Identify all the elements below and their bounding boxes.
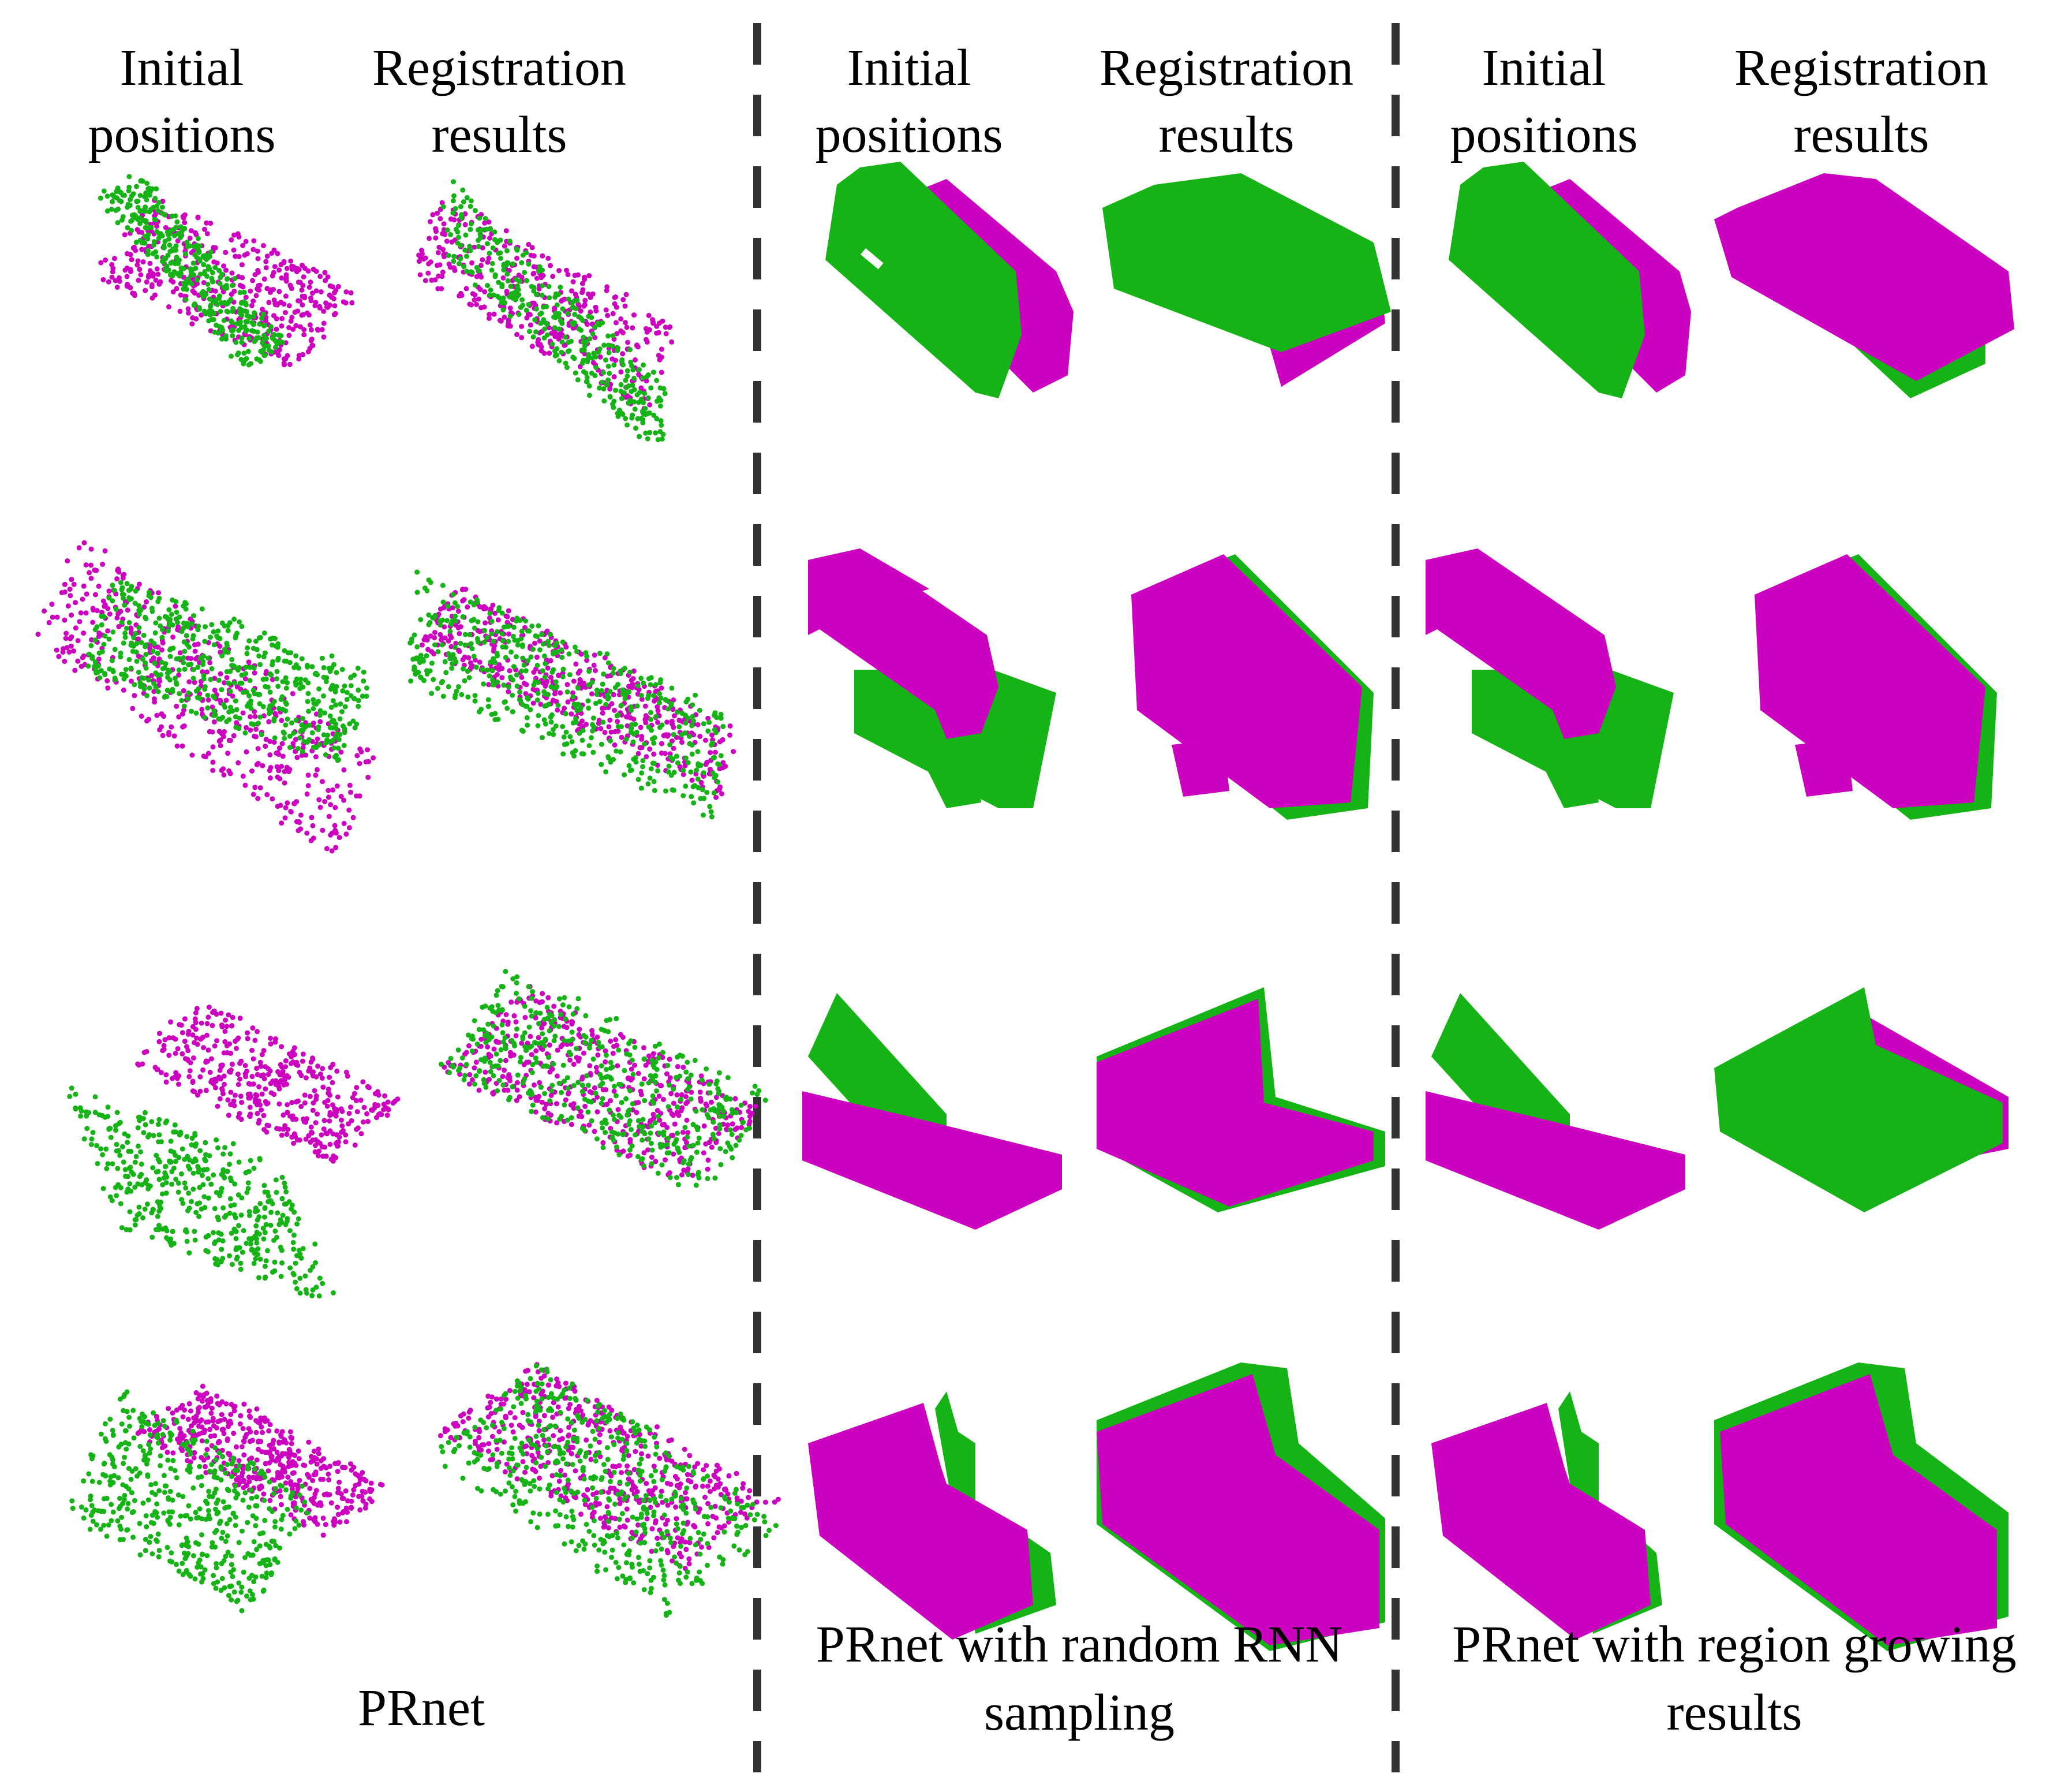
header-col-1-line1: Initial	[119, 39, 244, 96]
mesh-r4-c4	[1097, 1362, 1385, 1651]
header-col-4-line1: Registration	[1099, 39, 1353, 96]
caption-prnet-rnn-line2: sampling	[984, 1684, 1175, 1741]
points-r3-c1-source	[135, 1005, 401, 1164]
points-r4-c1-target	[69, 1389, 310, 1614]
points-r3-c2-source	[442, 984, 758, 1178]
mesh-panels	[802, 162, 2014, 1651]
caption-prnet: PRnet	[312, 1674, 531, 1742]
mesh-r3-c6-target	[1714, 987, 2003, 1212]
mesh-r1-c3-target	[825, 162, 1022, 398]
header-col-1-line2: positions	[88, 106, 276, 163]
mesh-r2-c4-box	[1172, 739, 1229, 797]
caption-prnet-region-line1: PRnet with region growing	[1452, 1616, 2017, 1673]
mesh-r4-c3	[808, 1391, 1056, 1640]
points-r2-c1-target	[85, 580, 369, 763]
mesh-r1-c4	[1102, 173, 1391, 387]
header-col-6-line2: results	[1793, 106, 1929, 163]
header-col-3: Initial positions	[782, 35, 1036, 169]
header-col-5-line1: Initial	[1482, 39, 1606, 96]
points-r3-c1-target	[67, 1085, 336, 1299]
mesh-r2-c4	[1131, 554, 1374, 820]
header-col-4: Registration results	[1099, 35, 1353, 169]
mesh-r1-c3-leg	[861, 248, 884, 270]
header-col-3-line1: Initial	[847, 39, 971, 96]
mesh-r4-c6-source	[1720, 1374, 1997, 1645]
mesh-r1-c5-target	[1449, 162, 1645, 398]
header-col-5: Initial positions	[1417, 35, 1671, 169]
mesh-r2-c4-source	[1131, 554, 1362, 808]
mesh-r3-c3	[802, 993, 1062, 1230]
mesh-r1-c6	[1714, 173, 2014, 398]
header-col-3-line2: positions	[815, 106, 1003, 163]
caption-prnet-region-line2: results	[1666, 1684, 1802, 1741]
mesh-r3-c3-target	[808, 993, 947, 1143]
point-cloud-panels	[35, 174, 781, 1618]
mesh-r2-c6-box	[1795, 739, 1853, 797]
header-col-2-line1: Registration	[372, 39, 626, 96]
points-r1-c2-target	[440, 179, 668, 443]
header-col-1: Initial positions	[55, 35, 309, 169]
mesh-r3-c5-source	[1426, 1091, 1685, 1230]
caption-prnet-rnn-line1: PRnet with random RNN	[816, 1616, 1343, 1673]
mesh-r2-c3-source-top	[808, 548, 929, 606]
mesh-r3-c5-target	[1431, 993, 1570, 1143]
caption-prnet-line1: PRnet	[357, 1679, 485, 1737]
mesh-r2-c5-target	[1472, 670, 1674, 808]
points-r2-c2-target	[407, 569, 726, 820]
header-col-6: Registration results	[1734, 35, 1988, 169]
mesh-r2-c6-source	[1755, 554, 1985, 808]
mesh-r2-c3-target-box	[923, 756, 981, 808]
header-col-4-line2: results	[1158, 106, 1295, 163]
mesh-r2-c5	[1426, 548, 1674, 808]
points-r2-c2-source	[419, 587, 736, 800]
points-r4-c2-target	[439, 1363, 779, 1618]
mesh-r3-c4-source	[1097, 999, 1374, 1207]
header-col-5-line2: positions	[1450, 106, 1638, 163]
caption-prnet-rnn: PRnet with random RNN sampling	[773, 1611, 1385, 1747]
mesh-r2-c5-source	[1426, 548, 1616, 739]
mesh-r3-c3-source	[802, 1091, 1062, 1230]
header-col-6-line1: Registration	[1734, 39, 1988, 96]
mesh-r3-c5	[1426, 993, 1685, 1230]
mesh-r2-c5-target-box	[1541, 756, 1599, 808]
header-col-2: Registration results	[372, 35, 626, 169]
mesh-r4-c6	[1714, 1362, 2009, 1651]
mesh-r1-c6-source	[1714, 173, 2014, 381]
caption-prnet-region: PRnet with region growing results	[1408, 1611, 2060, 1747]
mesh-r2-c6	[1755, 554, 1997, 820]
mesh-r4-c3-source	[808, 1403, 1033, 1640]
mesh-r4-c5	[1431, 1391, 1662, 1640]
mesh-r1-c3	[825, 162, 1074, 398]
mesh-r2-c3	[808, 548, 1056, 808]
points-r1-c1-source	[98, 197, 355, 368]
points-r1-c1-target	[98, 174, 286, 368]
mesh-r1-c5	[1449, 162, 1691, 398]
mesh-r4-c5-source	[1431, 1403, 1651, 1640]
points-r3-c2-target	[439, 969, 768, 1188]
mesh-r1-c4-target	[1102, 173, 1391, 352]
header-col-2-line2: results	[431, 106, 567, 163]
mesh-r4-c4-source	[1097, 1374, 1379, 1645]
mesh-r2-c3-source	[808, 548, 998, 739]
mesh-r3-c4	[1097, 987, 1385, 1212]
mesh-r2-c3-target	[854, 670, 1056, 808]
dividers	[753, 23, 1400, 1772]
mesh-r3-c6	[1714, 987, 2009, 1212]
